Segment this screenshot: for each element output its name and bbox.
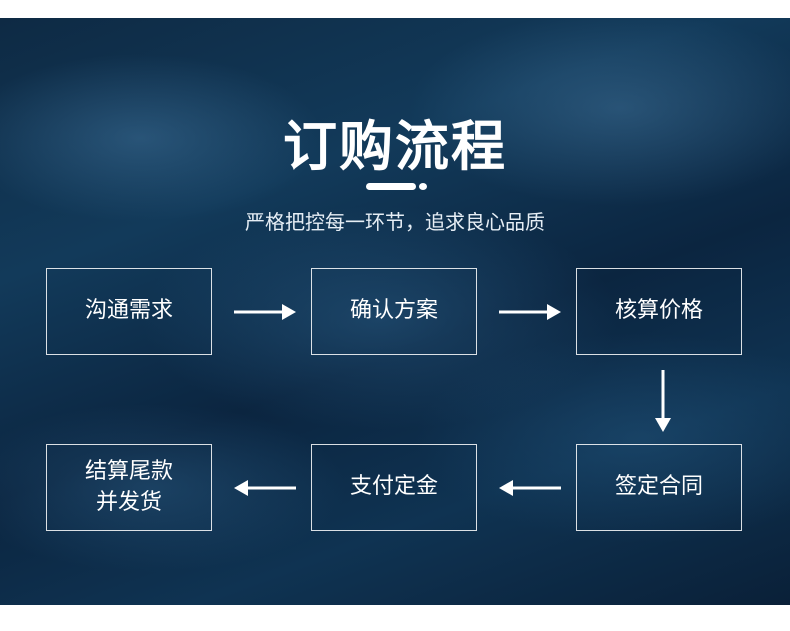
arrow-right-icon bbox=[499, 304, 561, 320]
step-calculate-price: 核算价格 bbox=[576, 268, 742, 355]
arrow-right-icon bbox=[234, 304, 296, 320]
step-communicate-needs: 沟通需求 bbox=[46, 268, 212, 355]
bottom-margin bbox=[0, 605, 790, 631]
title-underline bbox=[366, 183, 416, 190]
step-final-payment-ship: 结算尾款 并发货 bbox=[46, 444, 212, 531]
arrow-left-icon bbox=[499, 480, 561, 496]
step-label: 结算尾款 bbox=[84, 458, 173, 484]
step-pay-deposit: 支付定金 bbox=[311, 444, 477, 531]
step-label-line2: 并发货 bbox=[95, 489, 162, 515]
step-confirm-plan: 确认方案 bbox=[311, 268, 477, 355]
step-label: 签定合同 bbox=[614, 474, 703, 500]
step-label: 沟通需求 bbox=[84, 298, 173, 324]
step-label: 支付定金 bbox=[349, 474, 438, 500]
step-sign-contract: 签定合同 bbox=[576, 444, 742, 531]
step-label: 核算价格 bbox=[614, 298, 703, 324]
step-label: 确认方案 bbox=[349, 298, 438, 324]
page-subtitle: 严格把控每一环节，追求良心品质 bbox=[245, 210, 545, 234]
title-dot bbox=[419, 183, 427, 190]
arrow-left-icon bbox=[234, 480, 296, 496]
arrow-down-icon bbox=[655, 370, 671, 432]
page-title: 订购流程 bbox=[283, 115, 507, 178]
banner-background: 订购流程 严格把控每一环节，追求良心品质 bbox=[0, 18, 790, 605]
